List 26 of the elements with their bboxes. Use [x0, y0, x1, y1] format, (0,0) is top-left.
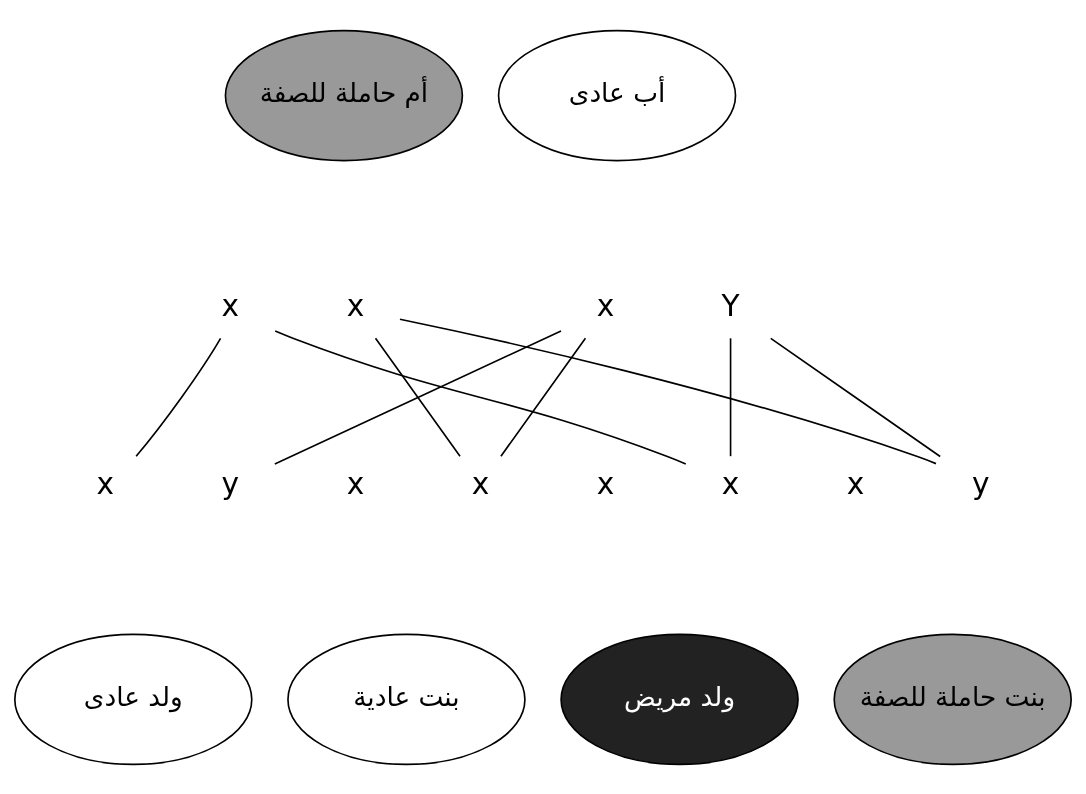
- node-ellipse: ولد مريض: [560, 633, 799, 765]
- connector: [374, 337, 461, 457]
- node-text: x: [471, 466, 490, 501]
- connector: [135, 337, 222, 457]
- node-text: x: [346, 288, 365, 323]
- connector: [729, 337, 732, 457]
- node-text: x: [721, 466, 740, 501]
- node-text: x: [96, 466, 115, 501]
- node-text: x: [221, 288, 240, 323]
- node-text: x: [846, 466, 865, 501]
- node-text: Y: [721, 288, 740, 323]
- connector: [769, 337, 941, 457]
- node-text: y: [221, 466, 240, 501]
- node-ellipse: ولد عادى: [14, 633, 253, 765]
- node-ellipse: أب عادى: [497, 29, 737, 161]
- node-text: x: [596, 466, 615, 501]
- node-text: x: [346, 466, 365, 501]
- node-ellipse: أم حاملة للصفة: [224, 29, 464, 161]
- node-text: x: [596, 288, 615, 323]
- node-text: y: [971, 466, 990, 501]
- node-ellipse: بنت حاملة للصفة: [833, 633, 1072, 765]
- connector: [500, 337, 587, 457]
- connector: [399, 317, 937, 464]
- connector: [274, 329, 562, 465]
- connector: [274, 329, 687, 465]
- node-ellipse: بنت عادية: [287, 633, 526, 765]
